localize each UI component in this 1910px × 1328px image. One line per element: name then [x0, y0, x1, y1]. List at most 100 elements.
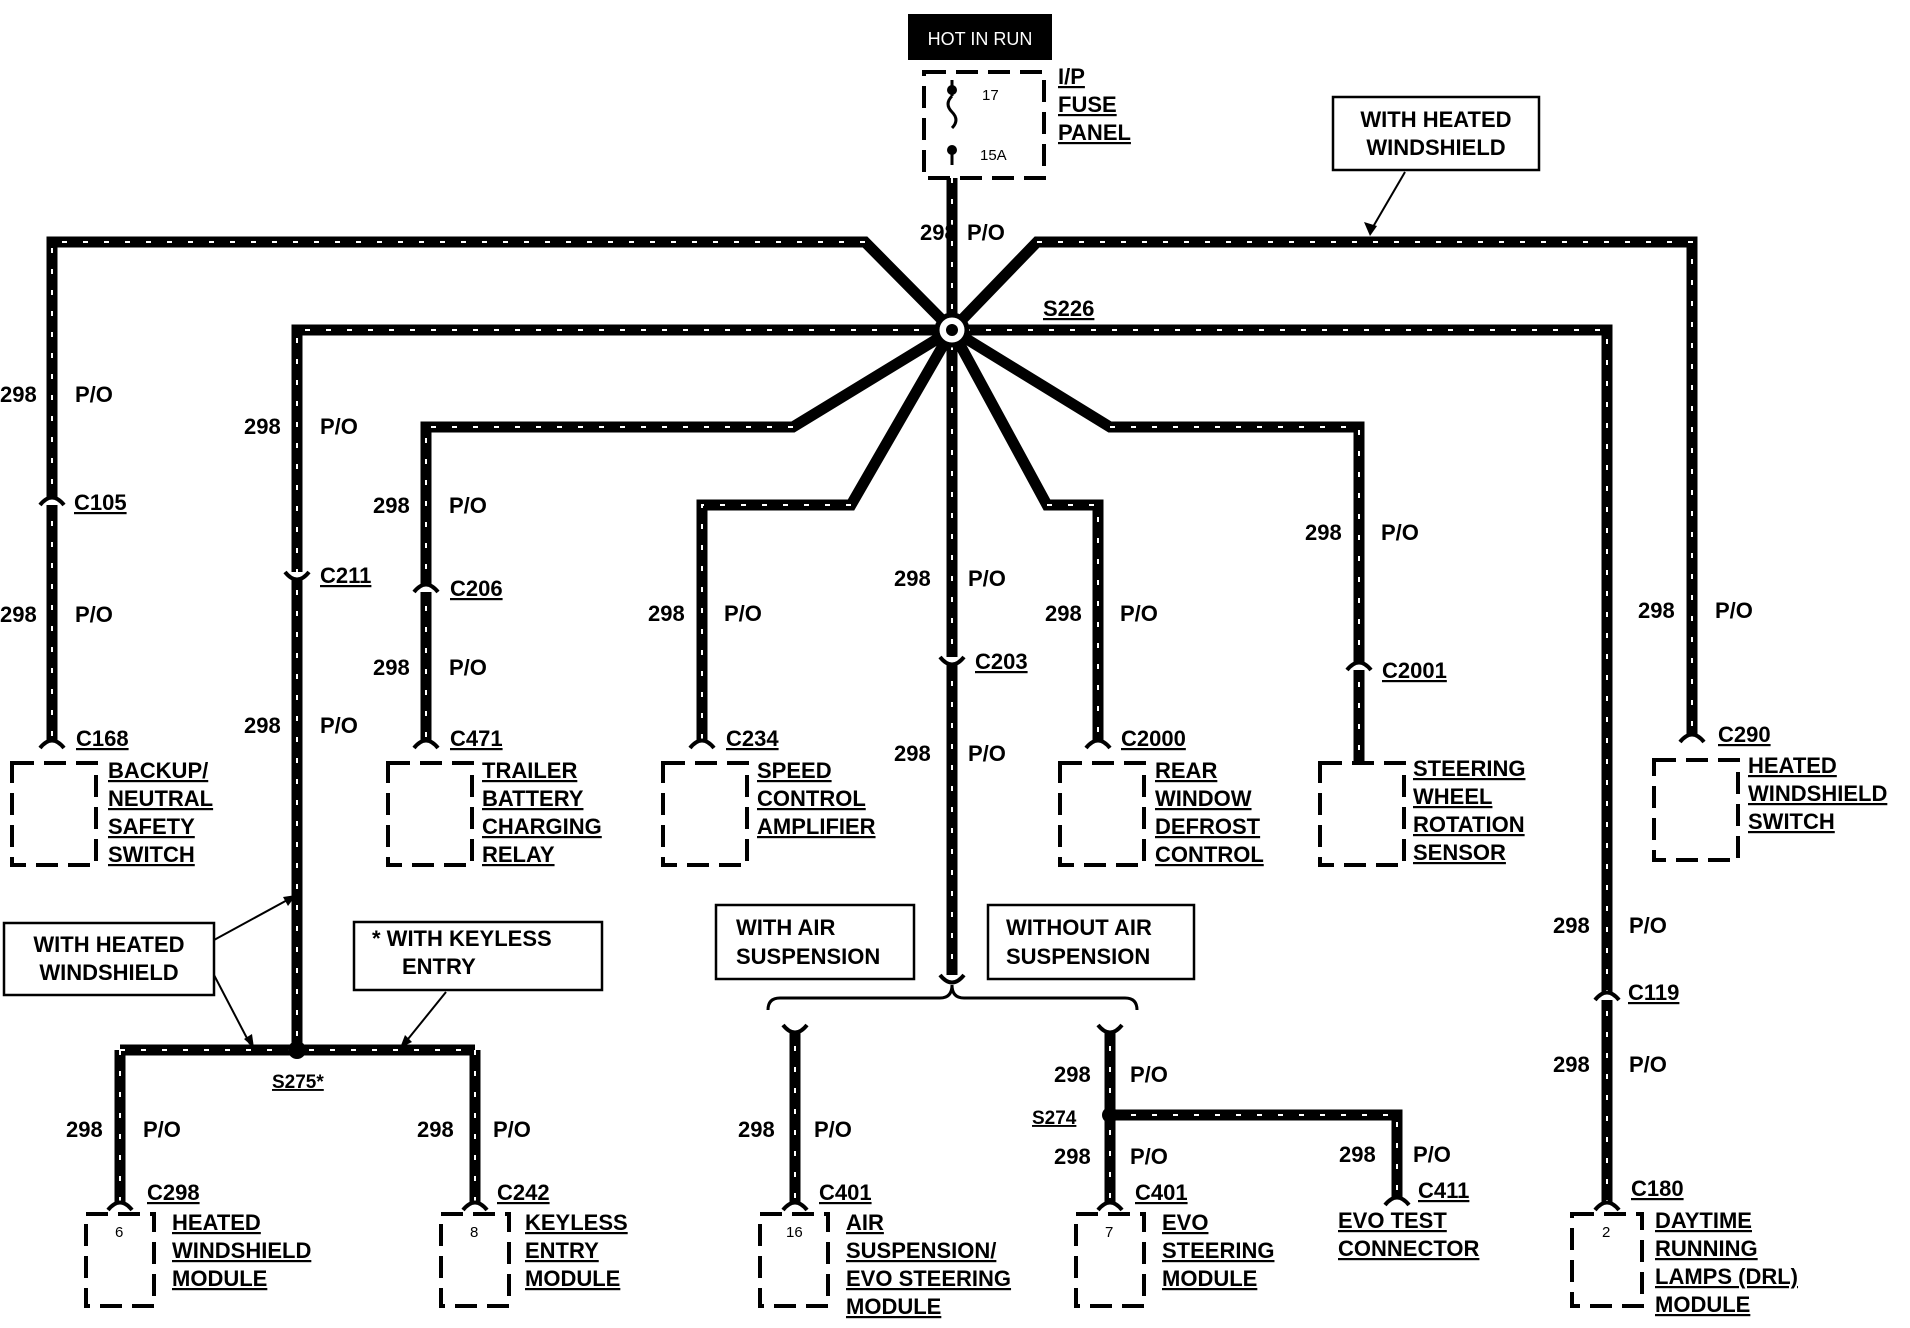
wire-steering [947, 327, 1104, 742]
component-labels: BACKUP/ NEUTRAL SAFETY SWITCH TRAILER BA… [108, 753, 1887, 1319]
splice-s274 [1102, 1107, 1118, 1123]
svg-text:P/O: P/O [1120, 601, 1158, 626]
svg-text:C2000: C2000 [1121, 726, 1186, 751]
svg-text:SAFETY: SAFETY [108, 814, 195, 839]
svg-text:WITH AIR: WITH AIR [736, 915, 835, 940]
fuse-panel-label-1: I/P [1058, 64, 1085, 89]
svg-text:P/O: P/O [1413, 1142, 1451, 1167]
wire-rear-defrost [949, 325, 1365, 765]
svg-text:SENSOR: SENSOR [1413, 840, 1506, 865]
svg-text:EVO: EVO [1162, 1210, 1208, 1235]
svg-text:298: 298 [417, 1117, 454, 1142]
svg-text:SUSPENSION: SUSPENSION [1006, 944, 1150, 969]
svg-text:P/O: P/O [320, 713, 358, 738]
svg-text:298: 298 [894, 741, 931, 766]
wire-drl [952, 324, 1613, 1210]
svg-text:298: 298 [244, 414, 281, 439]
pin-numbers: 6 8 16 7 2 [115, 1224, 1610, 1241]
note-keyless: * WITH KEYLESS ENTRY [352, 920, 604, 1048]
svg-text:298: 298 [1638, 598, 1675, 623]
svg-text:298: 298 [373, 493, 410, 518]
svg-text:16: 16 [786, 1224, 803, 1241]
wire-trailer [420, 325, 955, 745]
svg-text:C411: C411 [1418, 1178, 1469, 1203]
svg-text:P/O: P/O [1130, 1062, 1168, 1087]
svg-text:298: 298 [244, 713, 281, 738]
wire-heated-module-trunk [291, 324, 952, 1050]
svg-text:P/O: P/O [968, 741, 1006, 766]
svg-text:WHEEL: WHEEL [1413, 784, 1492, 809]
svg-text:P/O: P/O [75, 602, 113, 627]
svg-text:C290: C290 [1718, 722, 1771, 747]
fuse-number: 17 [982, 87, 999, 104]
svg-text:CONNECTOR: CONNECTOR [1338, 1236, 1479, 1261]
svg-text:RELAY: RELAY [482, 842, 555, 867]
svg-text:C401: C401 [819, 1180, 872, 1205]
svg-text:WITHOUT AIR: WITHOUT AIR [1006, 915, 1152, 940]
component-boxes [10, 758, 1740, 1308]
svg-text:P/O: P/O [967, 220, 1005, 245]
svg-text:298: 298 [1553, 1052, 1590, 1077]
svg-text:CHARGING: CHARGING [482, 814, 602, 839]
svg-text:MODULE: MODULE [525, 1266, 620, 1291]
svg-text:C298: C298 [147, 1180, 200, 1205]
svg-text:WINDSHIELD: WINDSHIELD [39, 960, 178, 985]
svg-text:SUSPENSION: SUSPENSION [736, 944, 880, 969]
connector-labels: C105 C211 C206 C203 C2001 C119 C168 C471… [74, 490, 1771, 1205]
svg-text:EVO TEST: EVO TEST [1338, 1208, 1447, 1233]
svg-text:C211: C211 [320, 563, 371, 588]
svg-text:* WITH KEYLESS: * WITH KEYLESS [372, 926, 552, 951]
svg-text:SWITCH: SWITCH [108, 842, 195, 867]
svg-text:298: 298 [1045, 601, 1082, 626]
fuse-amperage: 15A [980, 147, 1007, 164]
suspension-brace [766, 984, 1139, 1011]
svg-text:REAR: REAR [1155, 758, 1217, 783]
svg-text:298: 298 [920, 220, 957, 245]
svg-text:P/O: P/O [968, 566, 1006, 591]
svg-text:WINDSHIELD: WINDSHIELD [1748, 781, 1887, 806]
note-heated-top: WITH HEATED WINDSHIELD [1331, 95, 1541, 236]
svg-text:298: 298 [0, 602, 37, 627]
svg-text:P/O: P/O [1629, 913, 1667, 938]
svg-text:298: 298 [373, 655, 410, 680]
svg-text:C2001: C2001 [1382, 658, 1447, 683]
svg-text:C168: C168 [76, 726, 129, 751]
svg-text:BACKUP/: BACKUP/ [108, 758, 208, 783]
svg-text:STEERING: STEERING [1162, 1238, 1274, 1263]
svg-text:C119: C119 [1628, 980, 1679, 1005]
svg-text:C471: C471 [450, 726, 503, 751]
svg-text:ENTRY: ENTRY [525, 1238, 599, 1263]
svg-text:298: 298 [66, 1117, 103, 1142]
splice-s274-label: S274 [1032, 1108, 1077, 1129]
svg-text:C206: C206 [450, 576, 503, 601]
svg-text:C234: C234 [726, 726, 779, 751]
svg-text:MODULE: MODULE [1162, 1266, 1257, 1291]
svg-text:SUSPENSION/: SUSPENSION/ [846, 1238, 996, 1263]
power-banner [908, 14, 1052, 60]
connector-marks [38, 495, 1706, 1212]
svg-text:EVO STEERING: EVO STEERING [846, 1266, 1011, 1291]
svg-text:WINDOW: WINDOW [1155, 786, 1252, 811]
svg-text:WITH HEATED: WITH HEATED [1360, 107, 1511, 132]
svg-text:298: 298 [1054, 1062, 1091, 1087]
svg-text:WINDSHIELD: WINDSHIELD [1366, 135, 1505, 160]
svg-text:P/O: P/O [143, 1117, 181, 1142]
svg-text:298: 298 [1305, 520, 1342, 545]
svg-text:P/O: P/O [449, 655, 487, 680]
svg-text:KEYLESS: KEYLESS [525, 1210, 628, 1235]
svg-text:CONTROL: CONTROL [1155, 842, 1264, 867]
fuse-panel: 17 15A [922, 70, 1046, 180]
svg-text:HEATED: HEATED [1748, 753, 1837, 778]
wire-backup [46, 236, 956, 745]
svg-text:P/O: P/O [814, 1117, 852, 1142]
wire-speed [696, 327, 957, 745]
svg-text:RUNNING: RUNNING [1655, 1236, 1758, 1261]
svg-text:298: 298 [1339, 1142, 1376, 1167]
svg-text:TRAILER: TRAILER [482, 758, 577, 783]
svg-text:C105: C105 [74, 490, 127, 515]
svg-text:2: 2 [1602, 1224, 1610, 1241]
svg-text:AIR: AIR [846, 1210, 884, 1235]
svg-text:P/O: P/O [1715, 598, 1753, 623]
svg-text:WITH HEATED: WITH HEATED [33, 932, 184, 957]
svg-text:P/O: P/O [449, 493, 487, 518]
